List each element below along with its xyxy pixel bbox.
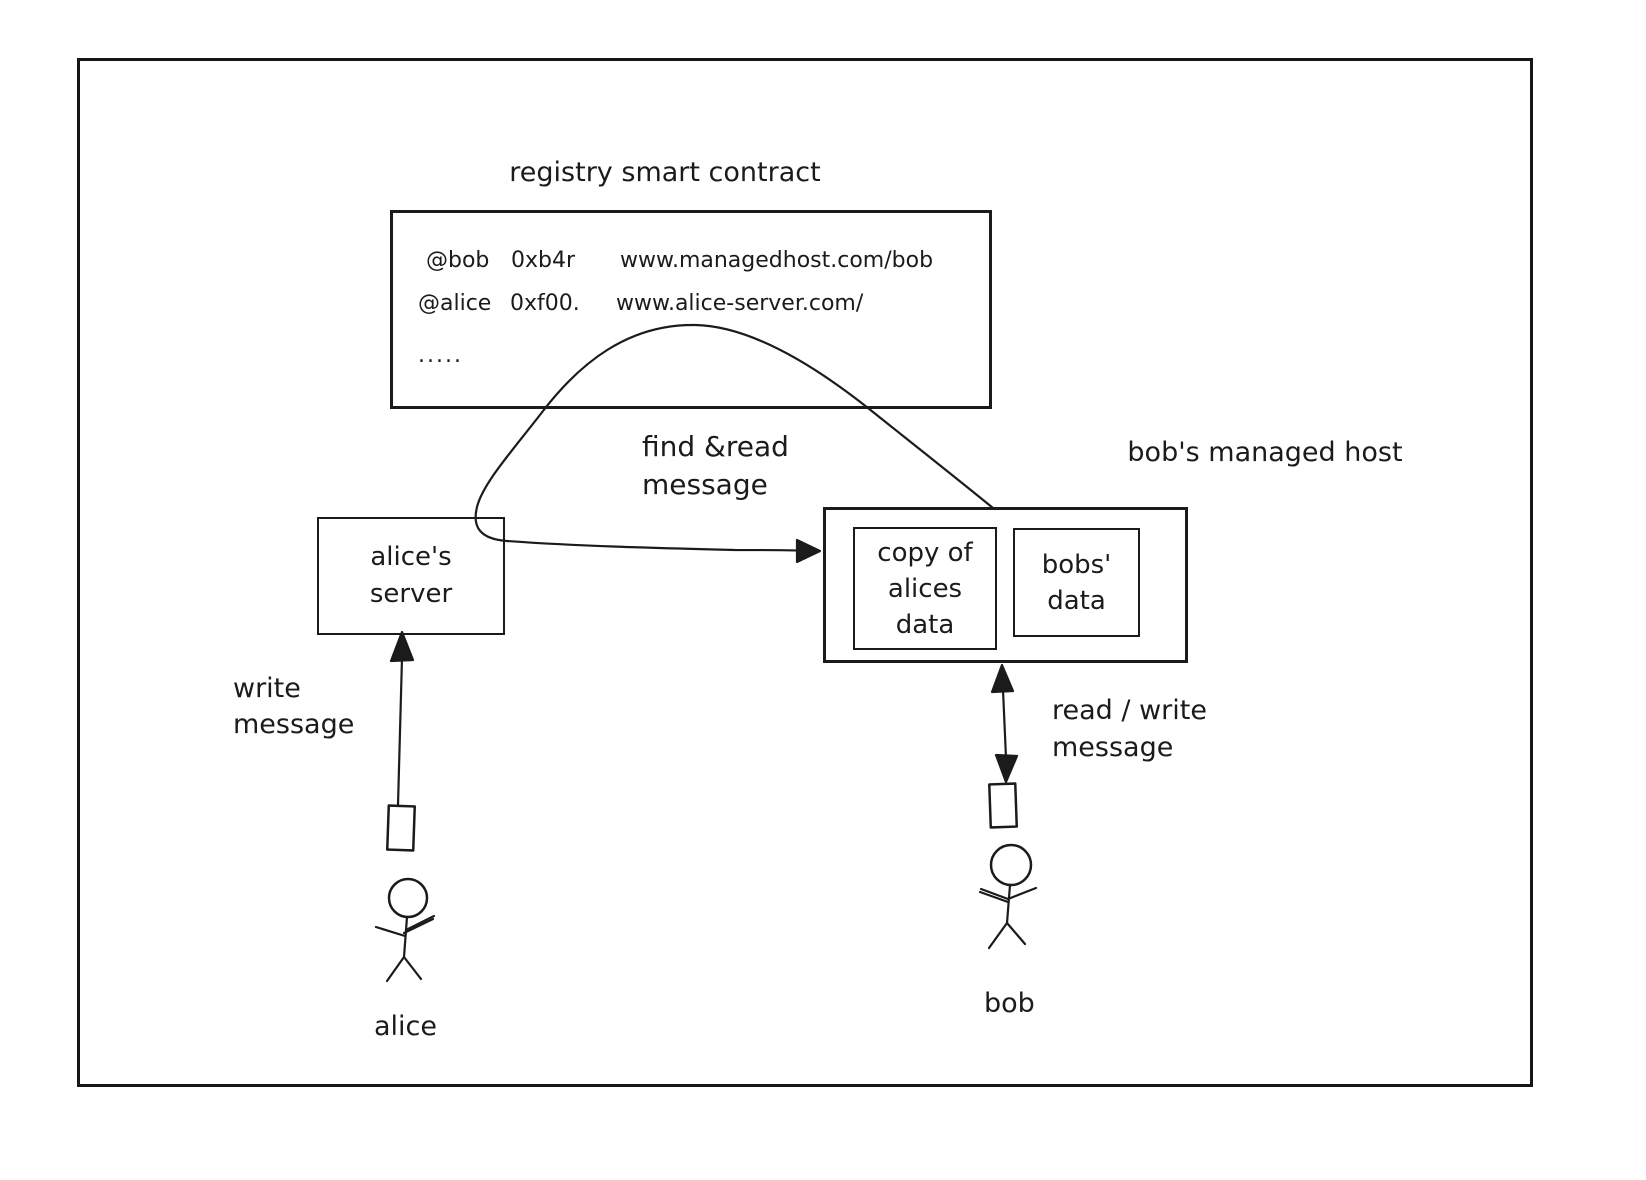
registry-box: @bob 0xb4r www.managedhost.com/bob @alic…	[390, 210, 992, 409]
diagram-border	[77, 58, 1533, 1087]
read-write-message-label: read / write message	[1052, 692, 1207, 766]
registry-title: registry smart contract	[509, 157, 821, 188]
entry-address: 0xf00.	[510, 291, 580, 316]
bobs-data-box: bobs' data	[1013, 528, 1140, 637]
copy-box-line1: copy of	[877, 537, 973, 568]
read-write-label-line2: message	[1052, 732, 1174, 763]
write-label-line1: write	[233, 673, 301, 704]
bob-host-box	[823, 507, 1188, 663]
entry-url: www.managedhost.com/bob	[620, 248, 934, 273]
find-read-label-line2: message	[642, 468, 768, 501]
alice-server-label-line2: server	[369, 579, 453, 609]
write-label-line2: message	[233, 709, 355, 740]
entry-handle: @alice	[418, 291, 492, 316]
entry-address: 0xb4r	[511, 248, 576, 273]
alice-server-label-line1: alice's	[370, 542, 452, 572]
bobs-box-line1: bobs'	[1041, 549, 1112, 580]
find-read-label-line1: find &read	[642, 430, 789, 463]
copy-of-alices-data-box: copy of alices data	[853, 527, 997, 650]
bob-host-title: bob's managed host	[1127, 437, 1403, 468]
write-message-label: write message	[233, 671, 354, 743]
alice-label: alice	[374, 1011, 438, 1042]
registry-ellipsis: .....	[418, 343, 463, 368]
copy-box-line2: alices	[887, 573, 963, 604]
alice-server-box: alice's server	[317, 517, 505, 635]
find-read-message-label: find &read message	[642, 428, 789, 504]
copy-box-line3: data	[895, 609, 955, 640]
entry-handle: @bob	[426, 248, 490, 273]
bob-label: bob	[984, 988, 1035, 1019]
read-write-label-line1: read / write	[1052, 695, 1207, 726]
entry-url: www.alice-server.com/	[616, 291, 864, 316]
bobs-box-line2: data	[1047, 585, 1106, 616]
